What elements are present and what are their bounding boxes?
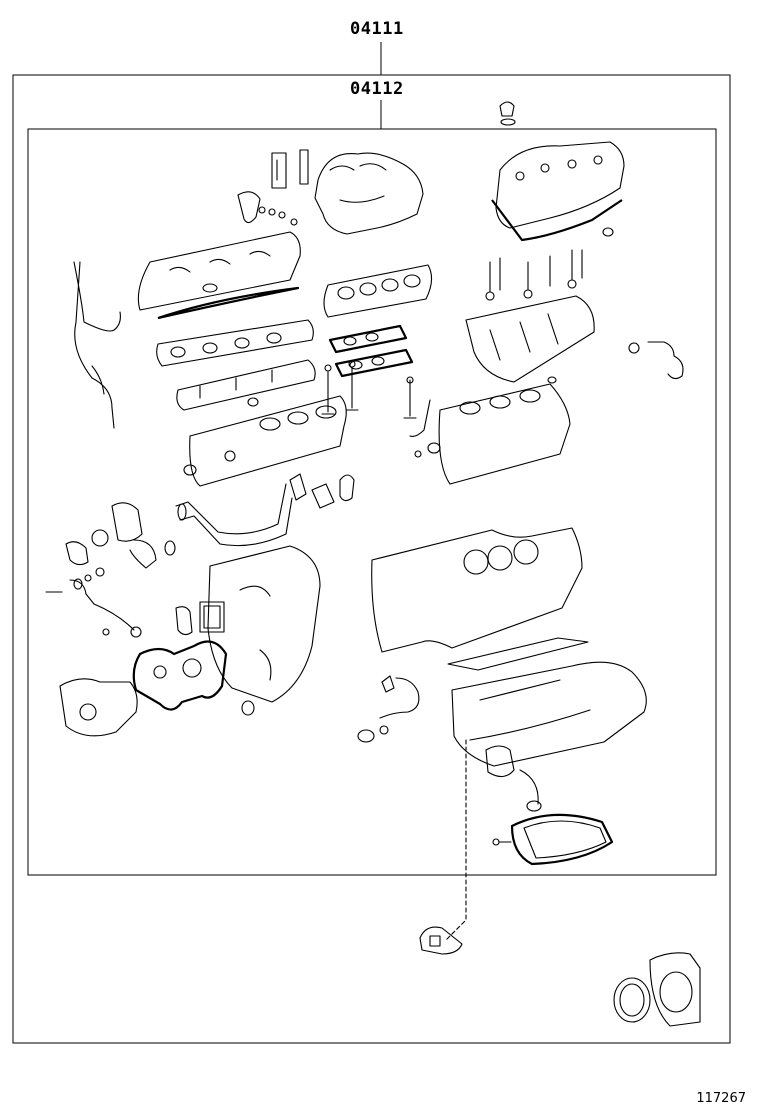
- dashed-leader: [445, 739, 467, 941]
- timing-cover-gasket: [175, 601, 225, 636]
- oil-pressure-pipe: [45, 567, 142, 638]
- rear-crank-seal: [613, 977, 651, 1023]
- cylinder-head-rh: [414, 383, 571, 485]
- exhaust-manifold-lh: [176, 359, 316, 411]
- outer-kit-frame: [12, 74, 731, 1044]
- illustration-reference: 117267: [696, 1091, 746, 1106]
- throttle-body-gasket: [271, 149, 309, 189]
- oil-pump: [59, 678, 138, 737]
- dipstick-guide: [73, 261, 121, 429]
- timing-chain-tensioner-gasket: [419, 926, 463, 955]
- water-outlet-gaskets: [289, 473, 355, 509]
- valve-lifters: [485, 249, 583, 301]
- intake-plenum: [314, 152, 424, 235]
- outer-kit-part-number: 04111: [350, 19, 404, 39]
- exhaust-manifold-gasket-lh: [156, 319, 314, 367]
- inner-kit-frame: [27, 128, 717, 876]
- intake-manifold-rh: [465, 295, 595, 383]
- water-inlet-housing: [65, 502, 176, 569]
- oil-pan-lower: [492, 813, 614, 866]
- cylinder-head-cover-lh: [137, 231, 301, 311]
- exhaust-valves: [403, 376, 557, 437]
- rear-seal-retainer: [649, 952, 701, 1027]
- knock-sensor: [357, 675, 420, 743]
- front-crank-seal: [241, 700, 255, 716]
- spark-plug-tube-gasket: [202, 283, 218, 293]
- cylinder-block: [371, 527, 589, 671]
- intake-manifold-gasket-upper: [323, 264, 433, 318]
- head-cover-gasket-lh: [157, 286, 300, 320]
- oil-filler-cap: [499, 101, 516, 126]
- intake-valves: [321, 360, 359, 415]
- cylinder-head-lh: [183, 395, 347, 487]
- cylinder-head-cover-rh: [491, 141, 625, 242]
- inner-kit-part-number: 04112: [350, 79, 404, 99]
- breather-hose: [237, 191, 298, 226]
- timing-chain-cover: [207, 545, 321, 703]
- water-pump-gasket: [132, 640, 228, 711]
- oil-strainer: [485, 745, 542, 812]
- oxygen-sensor-rh: [628, 341, 684, 380]
- oil-pan-upper: [451, 661, 647, 767]
- water-bypass-pipe: [175, 483, 293, 547]
- intake-manifold-gasket-lower: [328, 324, 414, 378]
